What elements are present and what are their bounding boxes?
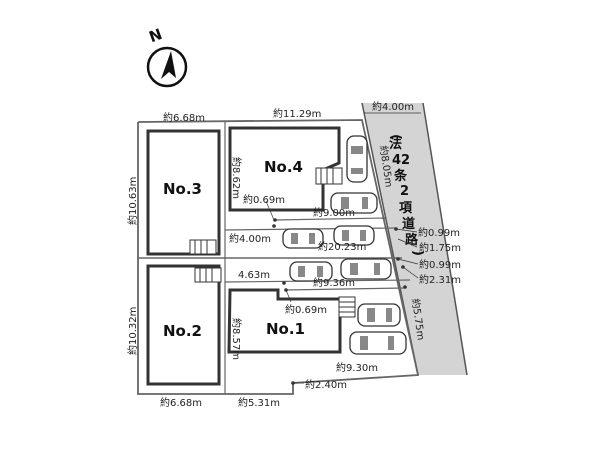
dim-setback-upper: 約0.69m — [243, 193, 285, 206]
dim-left-no2: 約10.32m — [126, 307, 139, 355]
lot-no3-building — [146, 129, 221, 256]
road-label-char: 道 — [402, 216, 415, 232]
stairs-icon — [338, 296, 356, 318]
dim-no1-width-bottom: 約9.30m — [336, 361, 378, 374]
car-icon — [282, 228, 324, 249]
car-icon — [333, 225, 375, 246]
dim-bottom-left: 約6.68m — [160, 396, 202, 409]
dim-top-left: 約6.68m — [163, 111, 205, 124]
road-edge-right — [422, 102, 468, 376]
lot-no3-label: No.3 — [163, 180, 202, 198]
dim-right-099b: 約0.99m — [419, 258, 461, 271]
dim-right-231: 約2.31m — [419, 273, 461, 286]
dim-no4-width: 約9.00m — [313, 206, 355, 219]
stairs-icon — [194, 267, 222, 283]
car-icon — [340, 258, 392, 280]
dim-bottom-mid: 約5.31m — [238, 396, 280, 409]
dim-no1-width-top: 約9.36m — [313, 276, 355, 289]
north-label: N — [147, 25, 165, 46]
car-icon — [357, 303, 401, 327]
road-label-char: ) — [410, 250, 425, 256]
road-label-char: 項 — [399, 201, 413, 216]
stairs-icon — [189, 239, 217, 255]
dim-no1-depth: 約8.57m — [230, 318, 243, 360]
parcel-line — [284, 287, 406, 291]
car-icon — [330, 192, 378, 214]
road-label-char: ( — [388, 134, 403, 140]
stairs-icon — [315, 167, 343, 185]
leader-lines — [265, 200, 419, 384]
road-label-char: 42 — [392, 153, 410, 168]
dim-right-175: 約1.75m — [419, 241, 461, 254]
dim-driveway-length: 約20.23m — [318, 240, 366, 253]
road-label-char: 条 — [394, 168, 408, 184]
north-arrow-icon: N — [147, 25, 188, 88]
road-strip — [362, 103, 467, 375]
lot-no2-label: No.2 — [163, 322, 202, 340]
dim-left-no3: 約10.63m — [126, 177, 139, 225]
lot-no2-building — [146, 264, 221, 386]
dim-right-099a: 約0.99m — [418, 226, 460, 239]
dim-no4-depth: 約8.62m — [230, 157, 243, 199]
lot-no4-label: No.4 — [264, 158, 303, 176]
road-label-char: 法 — [389, 136, 402, 152]
car-icon — [346, 135, 368, 183]
dim-setback-lower: 約0.69m — [285, 303, 327, 316]
road-label-char: 路 — [405, 232, 419, 248]
car-icon — [349, 331, 407, 355]
dim-bottom-240: 約2.40m — [305, 378, 347, 391]
parcel-line — [274, 217, 386, 221]
dim-top-right: 約11.29m — [273, 107, 321, 120]
car-icon — [289, 261, 333, 282]
lot-no1-label: No.1 — [266, 320, 305, 338]
road-width-label: 約4.00m — [372, 100, 414, 113]
road-label-char: 2 — [400, 184, 409, 199]
dim-driveway-width: 約4.00m — [229, 232, 271, 245]
dim-mid-463: 4.63m — [238, 270, 270, 281]
